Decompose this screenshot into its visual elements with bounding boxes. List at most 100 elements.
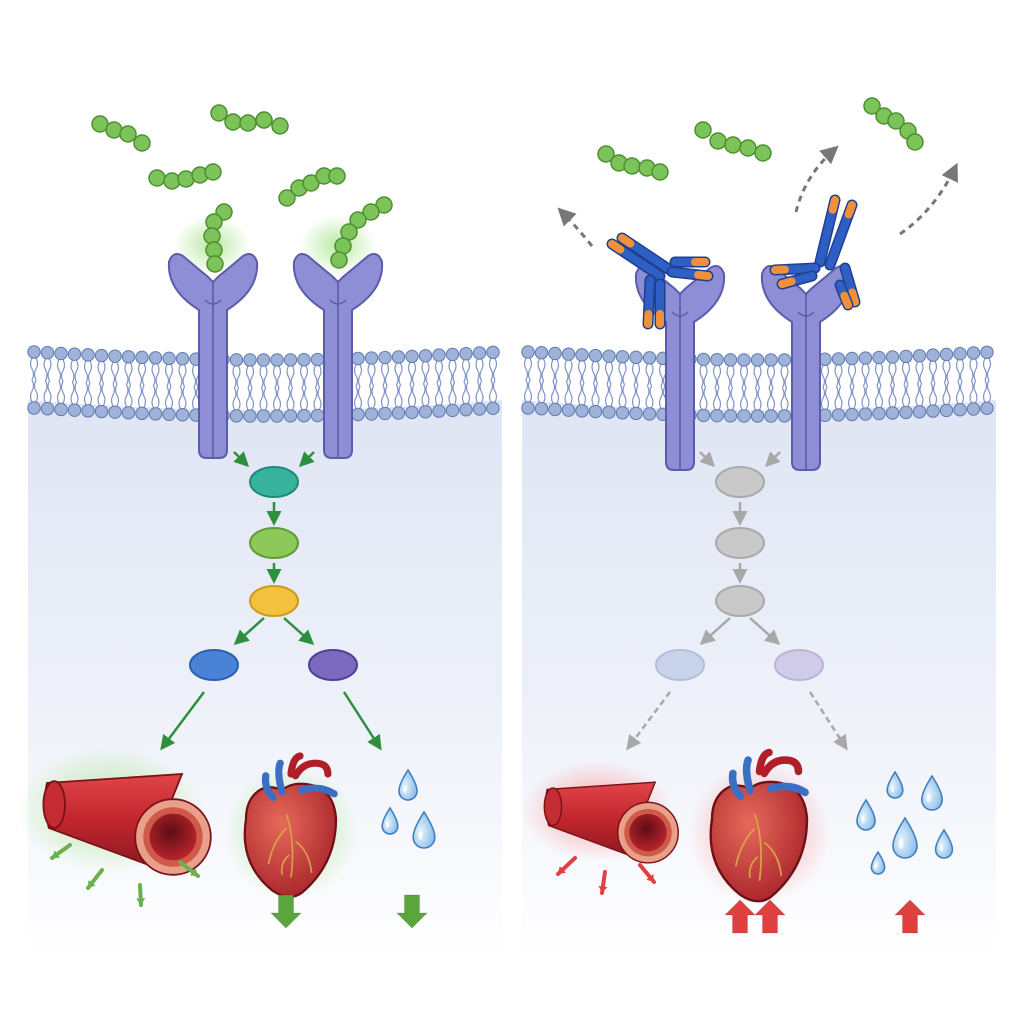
- ligand-chain: [695, 122, 771, 161]
- lipid-head: [846, 408, 858, 420]
- ligand-bead: [256, 112, 272, 128]
- lipid-tail: [368, 364, 375, 408]
- lipid-tail: [44, 359, 51, 403]
- lipid-head: [900, 406, 912, 418]
- lipid-head: [940, 404, 952, 416]
- lipid-tail: [619, 363, 626, 407]
- lipid-head: [778, 410, 790, 422]
- signaling-protein: [190, 650, 238, 680]
- lipid-head: [460, 348, 472, 360]
- lipid-tail: [903, 362, 910, 406]
- lipid-head: [379, 407, 391, 419]
- drop-highlight: [874, 864, 877, 870]
- lipid-head: [95, 405, 107, 417]
- lipid-tail: [943, 360, 950, 404]
- lipid-head: [724, 410, 736, 422]
- signaling-protein: [250, 528, 298, 558]
- lipid-tail: [822, 365, 829, 409]
- vessel-back-end: [544, 788, 561, 825]
- ligand-chain: [149, 164, 221, 189]
- lipid-tail: [476, 359, 483, 403]
- lipid-head: [765, 354, 777, 366]
- lipid-head: [535, 403, 547, 415]
- signaling-protein: [250, 467, 298, 497]
- lipid-head: [473, 403, 485, 415]
- lipid-tail: [247, 366, 254, 410]
- lipid-tail: [552, 359, 559, 403]
- ligand-bead: [755, 145, 771, 161]
- lipid-tail: [166, 364, 173, 408]
- lipid-head: [630, 407, 642, 419]
- dissociation-arrow: [900, 166, 956, 234]
- lipid-head: [82, 349, 94, 361]
- lipid-head: [230, 354, 242, 366]
- antibody-tip: [844, 296, 848, 305]
- lipid-tail: [970, 359, 977, 403]
- drop-highlight: [926, 794, 930, 803]
- ligand-bead: [225, 114, 241, 130]
- lipid-head: [751, 354, 763, 366]
- lipid-tail: [355, 364, 362, 408]
- lipid-head: [271, 354, 283, 366]
- lipid-head: [365, 352, 377, 364]
- lipid-head: [751, 410, 763, 422]
- lipid-head: [549, 347, 561, 359]
- antibody-tip: [698, 275, 708, 276]
- lipid-head: [859, 352, 871, 364]
- lipid-head: [487, 346, 499, 358]
- lipid-head: [109, 406, 121, 418]
- lipid-tail: [754, 366, 761, 410]
- lipid-head: [136, 407, 148, 419]
- lipid-head: [724, 354, 736, 366]
- lipid-head: [981, 346, 993, 358]
- lipid-head: [954, 348, 966, 360]
- lipid-head: [28, 402, 40, 414]
- lipid-head: [711, 409, 723, 421]
- lipid-head: [41, 347, 53, 359]
- drop-highlight: [939, 845, 943, 852]
- lipid-head: [149, 352, 161, 364]
- lipid-head: [41, 403, 53, 415]
- lipid-head: [832, 353, 844, 365]
- lipid-head: [298, 354, 310, 366]
- lipid-head: [28, 346, 40, 358]
- lipid-head: [68, 404, 80, 416]
- antibody-tip: [849, 205, 852, 214]
- ligand-bead: [272, 118, 288, 134]
- lipid-head: [446, 348, 458, 360]
- ligand-bead: [907, 134, 923, 150]
- lipid-head: [352, 352, 364, 364]
- lipid-tail: [565, 360, 572, 404]
- lipid-tail: [930, 361, 937, 405]
- lipid-tail: [579, 361, 586, 405]
- lipid-head: [473, 347, 485, 359]
- ligand-bead: [120, 126, 136, 142]
- lipid-tail: [984, 358, 991, 402]
- lipid-head: [832, 409, 844, 421]
- lipid-tail: [525, 358, 532, 402]
- lipid-head: [576, 405, 588, 417]
- lipid-head: [136, 351, 148, 363]
- lipid-tail: [714, 366, 721, 410]
- lipid-head: [446, 404, 458, 416]
- lipid-head: [460, 404, 472, 416]
- lipid-tail: [741, 366, 748, 410]
- right-ligands: [598, 98, 923, 180]
- drop-highlight: [861, 816, 865, 824]
- lipid-tail: [633, 363, 640, 407]
- lipid-head: [576, 349, 588, 361]
- lipid-head: [967, 403, 979, 415]
- lipid-tail: [463, 360, 470, 404]
- lipid-head: [846, 352, 858, 364]
- lipid-tail: [85, 361, 92, 405]
- ligand-bead: [740, 140, 756, 156]
- ligand-chain: [211, 105, 288, 134]
- left-ligands: [92, 105, 392, 275]
- lipid-head: [244, 354, 256, 366]
- lipid-head: [284, 410, 296, 422]
- ligand-chain: [92, 116, 150, 151]
- lipid-tail: [112, 362, 119, 406]
- lipid-head: [738, 410, 750, 422]
- lipid-head: [697, 409, 709, 421]
